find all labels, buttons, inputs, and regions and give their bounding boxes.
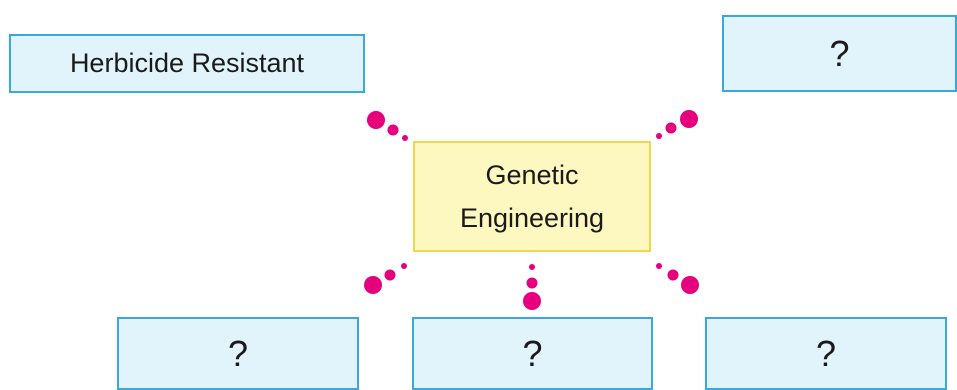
connector-dot — [656, 263, 662, 269]
connector-dot — [384, 269, 396, 281]
connector-dot — [387, 124, 399, 136]
node-bottom-left-label: ? — [227, 332, 249, 374]
node-bottom-center-label: ? — [522, 332, 543, 374]
center-node-line-1: Genetic — [485, 159, 579, 190]
connector-dot — [402, 135, 408, 141]
node-bottom-right-label: ? — [815, 332, 837, 374]
connector-dot — [680, 110, 698, 128]
node-bottom-center: ? — [412, 317, 653, 390]
node-herbicide-resistant-label: Herbicide Resistant — [69, 48, 305, 78]
node-top-right-label: ? — [829, 32, 850, 74]
connector-dot — [526, 277, 538, 289]
connector-dot — [667, 269, 679, 281]
connector-dot — [523, 292, 541, 310]
connector-dot — [665, 122, 677, 134]
connector-dot — [656, 133, 662, 139]
connector-dot — [367, 111, 385, 129]
center-node-line-2: Engineering — [459, 202, 605, 233]
connector-dot — [529, 264, 535, 270]
node-bottom-right: ? — [705, 317, 947, 390]
center-node-genetic-engineering: Genetic Engineering — [413, 141, 651, 252]
connector-dot — [401, 263, 407, 269]
node-herbicide-resistant: Herbicide Resistant — [9, 34, 365, 93]
connector-dot — [364, 276, 382, 294]
connector-dot — [681, 276, 699, 294]
node-bottom-left: ? — [117, 317, 359, 390]
node-top-right: ? — [722, 15, 957, 92]
